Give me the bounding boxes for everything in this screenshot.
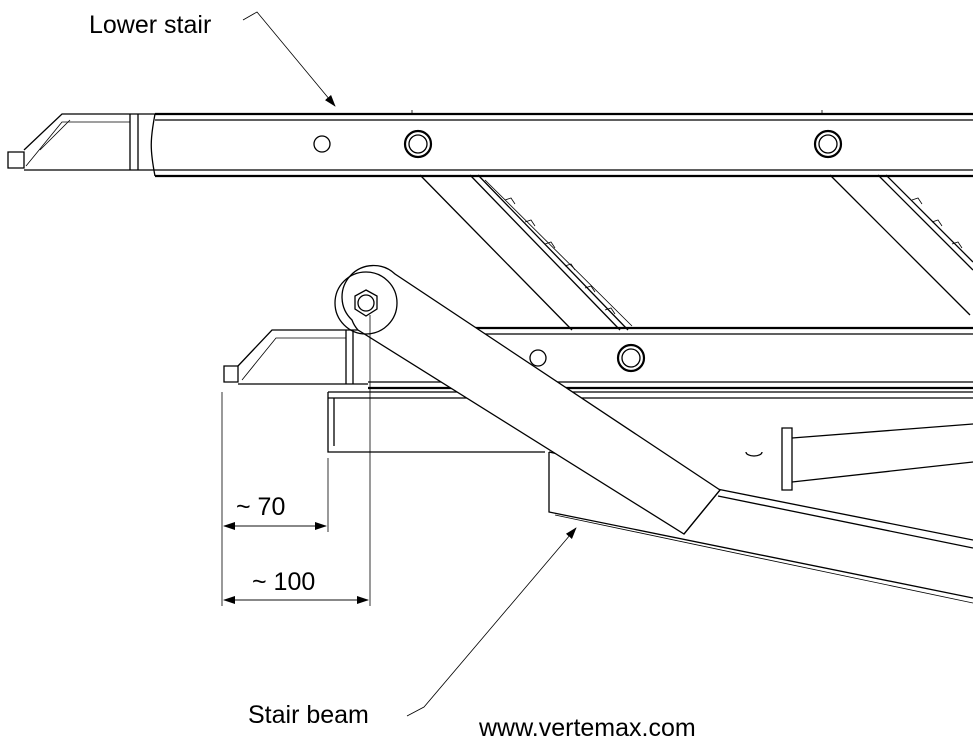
folded-small-hole (529, 349, 547, 367)
folded-stair-tip (223, 329, 368, 385)
support-channel (327, 391, 973, 453)
hydraulic-cylinder (745, 423, 973, 491)
dimension-lines (221, 315, 371, 606)
upper-diagonal-supports (419, 174, 973, 331)
lower-stair-callout (242, 11, 336, 107)
upper-bolt-1 (403, 129, 433, 159)
lower-stair-label: Lower stair (89, 11, 211, 39)
website-label: www.vertemax.com (478, 714, 696, 742)
pivot-arm (334, 264, 721, 535)
upper-bolt-2 (813, 129, 843, 159)
dimension-100-label: ~ 100 (252, 568, 315, 596)
pivot-bolt-hex (354, 289, 378, 317)
dimension-70-label: ~ 70 (236, 493, 285, 521)
lower-stair-assembly (7, 110, 973, 331)
stair-beam-label: Stair beam (248, 701, 369, 729)
upper-small-hole (313, 135, 331, 153)
stair-beam-callout (406, 527, 577, 717)
folded-bolt (616, 343, 646, 373)
upper-stair-tip (7, 113, 155, 171)
upper-stair-beam (150, 110, 973, 178)
